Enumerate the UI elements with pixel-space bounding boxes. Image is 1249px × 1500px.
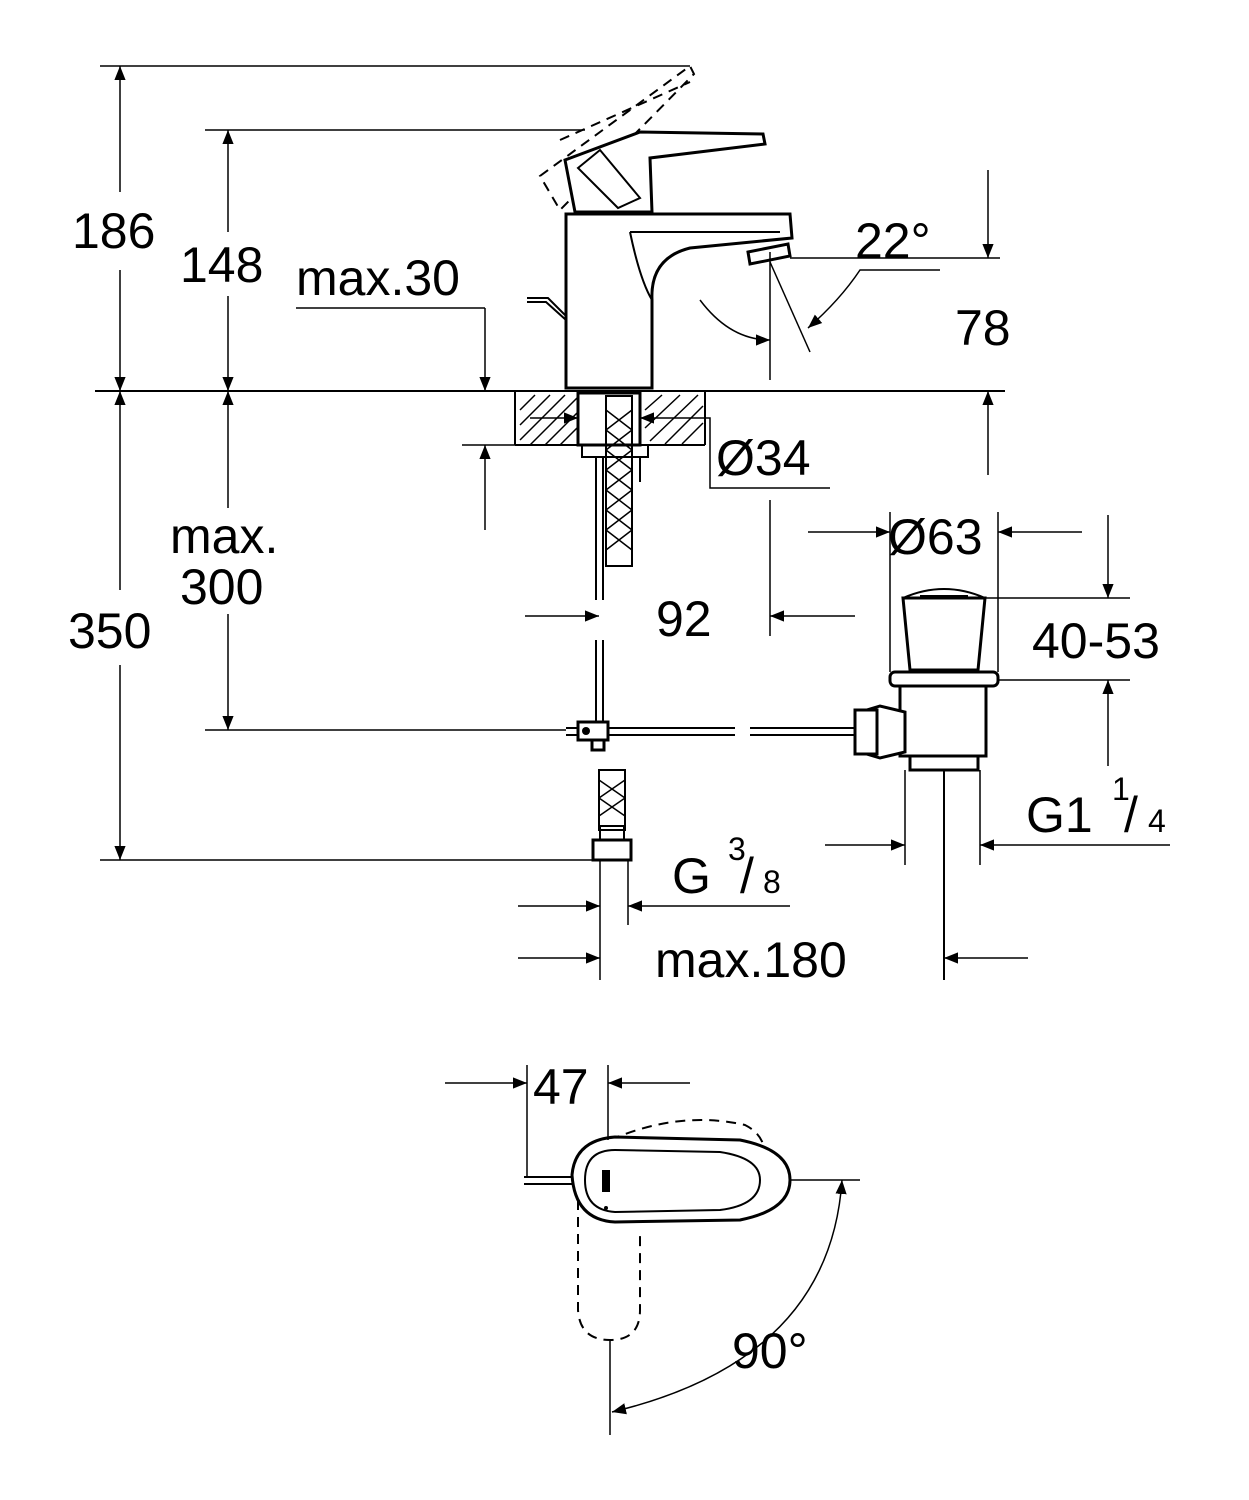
- svg-text:3: 3: [728, 831, 746, 867]
- faucet-top-view: [524, 1119, 792, 1342]
- label-g1-1-4: G1 1 / 4: [1026, 771, 1166, 843]
- dimension-labels: 186 148 max.30 22° 78 Ø34 max. 300 350 Ø…: [68, 203, 1166, 1379]
- faucet-side-view: [527, 64, 794, 390]
- dimension-lines: [100, 65, 1170, 980]
- svg-text:G: G: [672, 848, 711, 904]
- deck-section: [95, 390, 1005, 482]
- svg-text:/: /: [740, 848, 754, 904]
- svg-text:1: 1: [1112, 771, 1130, 807]
- label-186: 186: [72, 203, 155, 259]
- label-47: 47: [533, 1059, 589, 1115]
- svg-text:4: 4: [1148, 803, 1166, 839]
- label-148: 148: [180, 237, 263, 293]
- label-350: 350: [68, 603, 151, 659]
- label-40-53: 40-53: [1032, 613, 1160, 669]
- label-d63: Ø63: [888, 509, 983, 565]
- supply-hoses: [591, 395, 633, 862]
- label-92: 92: [656, 591, 712, 647]
- label-22deg: 22°: [855, 213, 931, 269]
- svg-text:G1: G1: [1026, 787, 1093, 843]
- label-300: 300: [180, 559, 263, 615]
- svg-text:/: /: [1124, 787, 1138, 843]
- top-view-dimension-lines: [445, 1065, 860, 1435]
- label-90deg: 90°: [732, 1323, 808, 1379]
- label-78: 78: [955, 300, 1011, 356]
- label-max: max.: [170, 508, 278, 564]
- label-max30: max.30: [296, 250, 460, 306]
- label-d34: Ø34: [716, 430, 811, 486]
- label-max180: max.180: [655, 932, 847, 988]
- waste-fitting: [853, 588, 1000, 980]
- label-g-3-8: G 3 / 8: [672, 831, 781, 904]
- svg-text:8: 8: [763, 864, 781, 900]
- popup-linkage: [566, 720, 855, 752]
